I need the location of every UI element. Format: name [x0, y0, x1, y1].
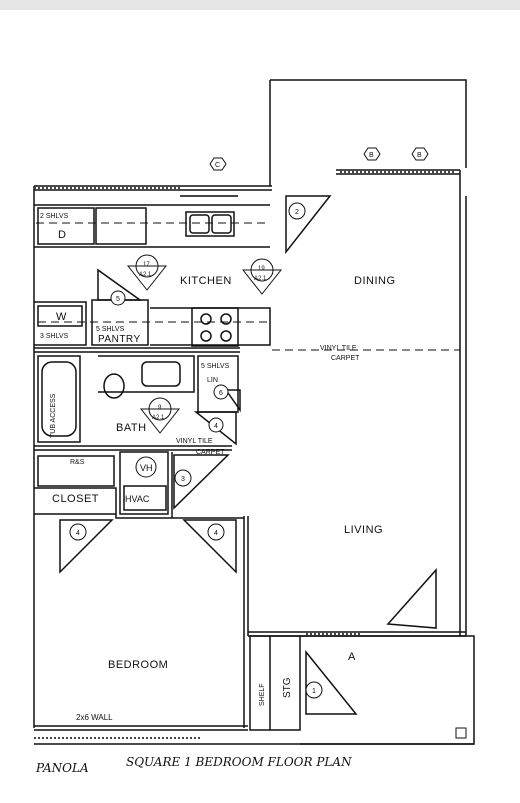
- fixture-stg: STG: [282, 677, 293, 698]
- elevation-b2-label: B: [417, 152, 422, 159]
- section-19-ref: A2.1: [254, 276, 267, 282]
- door-swing-6: [224, 389, 241, 413]
- room-label-bath: BATH: [116, 422, 147, 434]
- circle-2: [288, 202, 306, 220]
- door-swing-1: [305, 649, 358, 715]
- vanity: [98, 355, 195, 393]
- tub: [37, 355, 81, 443]
- circle-4b: [207, 523, 225, 541]
- door-3-label: 3: [181, 476, 185, 483]
- wall-note: 2x6 WALL: [76, 713, 113, 722]
- door-swing-4a: [59, 519, 114, 574]
- circle-6: [213, 384, 229, 400]
- fixture-pantry-shelves: 5 SHLVS: [96, 326, 125, 333]
- room-label-dining: DINING: [354, 275, 396, 287]
- door-1-label: 1: [312, 688, 316, 695]
- section-9-number: 9: [158, 405, 162, 411]
- elevation-c-label: C: [215, 162, 220, 169]
- closet-box: [37, 455, 115, 487]
- bedroom-bottom-wall: [34, 725, 248, 731]
- section-19-number: 19: [258, 266, 265, 272]
- fixture-3-shlvs: 3 SHLVS: [40, 333, 69, 340]
- hvac-box: [119, 451, 169, 515]
- door-swing-3: [173, 454, 230, 510]
- elevation-b1-label: B: [369, 152, 374, 159]
- room-label-closet: CLOSET: [52, 493, 99, 505]
- elevation-a-label: A: [348, 651, 356, 663]
- dining-wall-top: [336, 169, 460, 175]
- caption-title: SQUARE 1 BEDROOM FLOOR PLAN: [126, 755, 352, 769]
- room-label-living: LIVING: [344, 524, 383, 536]
- fixture-w: W: [56, 311, 67, 323]
- fixture-shelf: SHELF: [259, 683, 266, 706]
- door-2-label: 2: [295, 209, 299, 216]
- door-swing-living: [386, 568, 437, 629]
- caption-left: PANOLA: [35, 761, 89, 775]
- floor-carpet: CARPET: [331, 355, 360, 362]
- vh-label: VH: [140, 463, 153, 473]
- exterior-wall-upper: [34, 185, 272, 191]
- cabinet-d: [37, 207, 95, 245]
- fixture-2-shlvs: 2 SHLVS: [40, 213, 69, 220]
- stg-box: [249, 635, 301, 731]
- linen-closet: [197, 355, 239, 413]
- floor-vinyl-tile: VINYL TILE: [320, 345, 357, 352]
- circle-1: [305, 681, 323, 699]
- top-gray-bar: [0, 0, 520, 10]
- door-5-label: 5: [116, 296, 120, 303]
- kitchen-counter-upper: [34, 204, 270, 248]
- door-4a-label: 4: [76, 530, 80, 537]
- sink-bowl-left: [189, 214, 210, 234]
- stove: [191, 307, 239, 347]
- door-4c-label: 4: [214, 423, 218, 430]
- room-label-kitchen: KITCHEN: [180, 275, 232, 287]
- fixture-linen-shelves: 5 SHLVS: [201, 363, 230, 370]
- circle-5: [110, 290, 126, 306]
- sink: [185, 211, 235, 237]
- bath-top-wall: [34, 347, 240, 353]
- circle-3: [174, 469, 192, 487]
- floor-vinyl-tile-bath: VINYL TILE: [176, 438, 213, 445]
- floor-carpet-bath: CARPET: [196, 449, 225, 456]
- section-9-ref: A2.1: [152, 415, 165, 421]
- door-6-label: 6: [219, 390, 223, 397]
- bath-bottom-wall: [34, 445, 232, 451]
- hexagon-b2: [411, 147, 429, 161]
- room-label-pantry: PANTRY: [98, 334, 141, 345]
- circle-vh: [135, 456, 157, 478]
- section-17-number: 17: [143, 262, 150, 268]
- sink-bowl-right: [211, 214, 232, 234]
- exterior-box: [300, 635, 475, 745]
- fixture-hvac: HVAC: [125, 494, 150, 504]
- fixture-rs: R&S: [70, 459, 85, 466]
- circle-4c: [208, 417, 224, 433]
- circle-4a: [69, 523, 87, 541]
- bedroom-right-wall: [243, 516, 249, 728]
- hexagon-c: [209, 157, 227, 171]
- fixture-lin: LIN: [207, 377, 218, 384]
- section-17-ref: A2.1: [139, 272, 152, 278]
- fixture-d: D: [58, 229, 66, 241]
- room-label-bedroom: BEDROOM: [108, 659, 168, 671]
- washer-box: [34, 301, 87, 346]
- hexagon-b1: [363, 147, 381, 161]
- door-swing-4b: [182, 519, 237, 574]
- fixture-tub-access: TUB ACCESS: [50, 393, 57, 438]
- door-4b-label: 4: [214, 530, 218, 537]
- right-wall: [459, 170, 467, 636]
- cabinet-2: [95, 207, 147, 245]
- closet-walls: [34, 487, 244, 519]
- door-swing-2: [285, 195, 332, 255]
- patio-outline: [270, 79, 467, 168]
